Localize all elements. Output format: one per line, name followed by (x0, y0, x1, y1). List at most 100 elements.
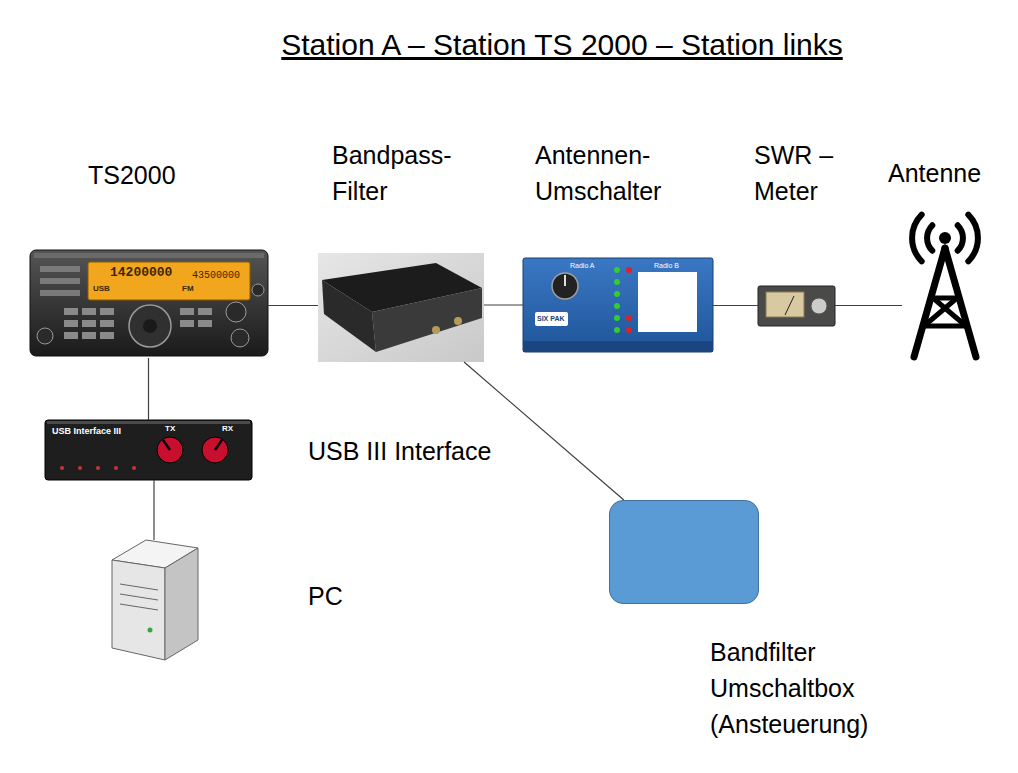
pc-tower-picture-part (120, 584, 158, 590)
device-label: USB III Interface (308, 433, 491, 469)
transceiver-picture-part (34, 253, 264, 258)
transceiver-picture-part (30, 250, 268, 356)
transceiver-picture-part (40, 290, 80, 296)
pc-tower-picture-part (120, 594, 158, 600)
device-print: RX (222, 425, 233, 434)
antenna-switch-picture-part (638, 272, 697, 332)
usb-interface-picture-part (132, 466, 136, 470)
swr-meter-picture-part (758, 286, 835, 326)
transceiver-picture-part (226, 302, 246, 322)
usb-interface-picture-part (202, 437, 228, 463)
device-print: USB (93, 285, 110, 294)
transceiver-picture-part (180, 308, 194, 315)
device-label: TS2000 (88, 157, 176, 193)
antenna-switch-picture-part (523, 341, 713, 352)
antenna-icon (912, 215, 978, 357)
cable-line (153, 480, 154, 540)
transceiver-picture-part (82, 320, 96, 327)
antenna-icon-part (968, 215, 978, 262)
antenna-icon-part (927, 225, 932, 250)
cable-line (713, 305, 758, 306)
antenna-switch-picture-part (552, 273, 578, 299)
pc-tower-picture-part (112, 560, 165, 660)
bandpass-filter-picture-part (372, 288, 482, 352)
transceiver-picture-part (82, 308, 96, 315)
antenna-switch-picture-part (626, 327, 632, 333)
bandpass-filter-picture-part (322, 280, 376, 352)
antenna-icon-part (912, 215, 922, 262)
transceiver-picture-part (100, 308, 114, 315)
transceiver-picture-part (88, 262, 250, 300)
pc-node: PC (110, 540, 198, 662)
antenna-switch-picture-part (626, 315, 632, 321)
swr-meter-picture-part (811, 298, 827, 314)
filter-switch-box-node: Bandfilter Umschaltbox (Ansteuerung) (609, 500, 759, 604)
cable-line (484, 304, 523, 305)
pc-tower-picture (112, 540, 198, 660)
swr-meter-node: SWR – Meter (758, 285, 835, 326)
transceiver-picture-part (40, 278, 80, 284)
cable-line (464, 362, 624, 500)
transceiver-picture-part (231, 329, 249, 347)
device-print: 43500000 (192, 270, 240, 281)
swr-meter-picture-part (766, 292, 804, 317)
device-label: Antennen- Umschalter (535, 137, 720, 209)
antenna-icon-part (958, 225, 963, 250)
antenna-switch-picture-part (626, 267, 632, 273)
swr-meter-picture (758, 286, 835, 326)
cable-line (268, 305, 318, 306)
diagram-title: Station A – Station TS 2000 – Station li… (281, 25, 843, 65)
antenna-switch-picture-part (614, 279, 620, 285)
antenna-icon-part (939, 232, 951, 244)
transceiver-picture (30, 250, 268, 356)
antenna-switch-picture-part (535, 312, 568, 326)
device-label: PC (308, 578, 343, 614)
antenna-switch-picture-part (614, 267, 620, 273)
swr-meter-picture-part (785, 296, 794, 315)
usb-interface-picture-part (96, 466, 100, 470)
transceiver-picture-part (198, 308, 212, 315)
device-print: USB Interface III (52, 427, 121, 437)
antenna-switch-picture (523, 258, 713, 352)
transceiver-picture-part (37, 328, 53, 344)
transceiver-picture-part (143, 319, 157, 333)
antenna-switch-picture-part (614, 291, 620, 297)
antenna-icon-part (924, 298, 957, 326)
device-print: TX (165, 425, 175, 434)
device-label: Bandfilter Umschaltbox (Ansteuerung) (710, 634, 925, 742)
usb-interface-picture-part (78, 466, 82, 470)
pc-tower-picture-part (165, 548, 198, 660)
transceiver-picture-part (180, 320, 194, 327)
usb-interface-picture-part (114, 466, 118, 470)
pc-tower-picture-part (148, 628, 153, 633)
transceiver-picture-part (129, 305, 171, 347)
transceiver-picture-part (82, 332, 96, 339)
device-print: Radio B (654, 262, 679, 270)
antenna-switch-node: Antennen- Umschalter (523, 258, 713, 352)
device-print: FM (182, 285, 194, 294)
usb-interface-picture-part (215, 440, 222, 450)
usb-interface-picture-part (45, 420, 252, 480)
device-label: Antenne (888, 155, 981, 191)
antenna-switch-picture-part (614, 315, 620, 321)
device-label: Bandpass- Filter (332, 137, 482, 209)
device-print: SIX PAK (537, 315, 565, 323)
transceiver-node: TS2000 (30, 248, 268, 358)
transceiver-picture-part (100, 332, 114, 339)
usb-interface-picture-part (60, 466, 64, 470)
usb-interface-picture-part (157, 437, 183, 463)
bandpass-filter-picture-part (318, 253, 484, 362)
pc-tower-picture-part (120, 604, 158, 610)
antenna-switch-picture-part (614, 303, 620, 309)
device-print: 14200000 (110, 266, 172, 280)
transceiver-picture-part (252, 284, 264, 296)
transceiver-picture-part (64, 320, 78, 327)
antenna-switch-picture-part (614, 327, 620, 333)
cable-line (148, 358, 149, 420)
antenna-node: Antenne (902, 208, 988, 360)
usb-interface-picture-part (47, 421, 250, 424)
